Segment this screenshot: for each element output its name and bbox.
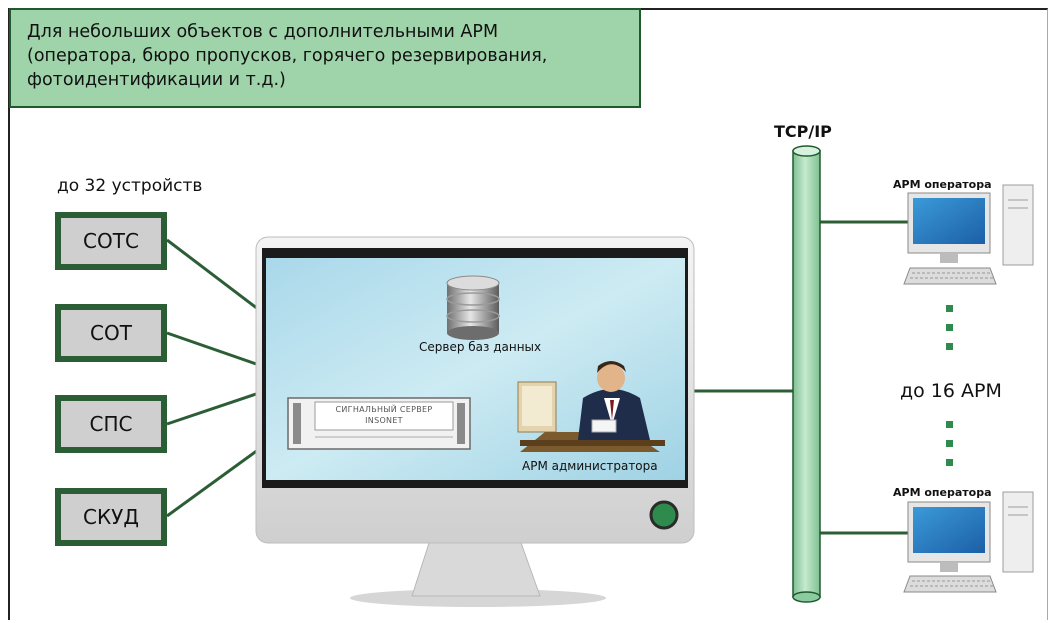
header-line-2: (оператора, бюро пропусков, горячего рез… [27,46,548,66]
connector-sots [166,238,263,314]
operator-label-2: АРМ оператора [893,486,992,499]
connector-skud [166,445,263,518]
signal-server-label: СИГНАЛЬНЫЙ СЕРВЕР INSONET [320,404,448,426]
tcp-ip-label: TCP/IP [774,122,832,141]
devices-caption: до 32 устройств [57,176,203,196]
admin-workstation-label: АРМ администратора [522,459,658,473]
database-icon [446,275,500,340]
header-line-3: фотоидентификации и т.д.) [27,70,286,90]
db-server-label: Сервер баз данных [419,340,542,354]
admin-person-illustration [517,361,665,452]
device-sots[interactable]: СОТС [55,212,167,270]
header-note: Для небольших объектов с дополнительными… [9,8,641,108]
arm-count-label: до 16 АРМ [900,380,1002,402]
operator-pc-2 [903,491,1034,593]
header-line-1: Для небольших объектов с дополнительными… [27,22,499,42]
operator-label-1: АРМ оператора [893,178,992,191]
ellipsis-dots [946,305,953,466]
device-sot[interactable]: СОТ [55,304,167,362]
connector-sot [166,331,263,368]
device-skud[interactable]: СКУД [55,488,167,546]
device-sps[interactable]: СПС [55,395,167,453]
signal-server-line-2: INSONET [365,416,403,425]
connector-sps [166,390,263,426]
device-connectors [166,238,263,518]
operator-pc-1 [903,184,1034,285]
signal-server-line-1: СИГНАЛЬНЫЙ СЕРВЕР [335,405,433,414]
signal-server-rack [287,397,471,450]
tcp-ip-bus [792,145,821,603]
